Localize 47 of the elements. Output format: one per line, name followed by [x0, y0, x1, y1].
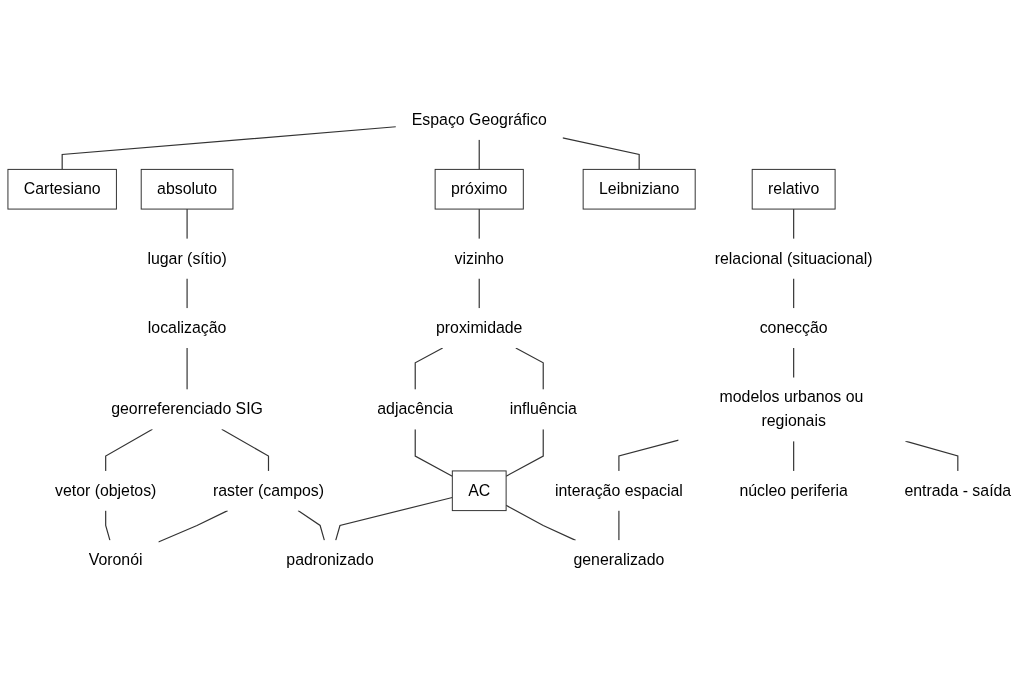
connector	[297, 510, 325, 541]
node-box: absoluto	[140, 168, 234, 210]
connector	[793, 208, 795, 240]
connector	[793, 277, 795, 309]
node-box: próximo	[434, 168, 524, 210]
connector	[618, 439, 680, 472]
connector	[562, 137, 640, 170]
node-text: influência	[509, 400, 577, 418]
node-text: padronizado	[286, 551, 374, 569]
node-text: conecção	[759, 319, 828, 337]
node-text: vetor (objetos)	[54, 481, 157, 499]
connector	[793, 440, 795, 472]
node-text: adjacência	[377, 400, 454, 418]
connector	[61, 126, 397, 170]
connector	[157, 510, 229, 543]
node-text: Espaço Geográfico	[411, 110, 547, 128]
node-text: relacional (situacional)	[714, 249, 873, 267]
node-text: raster (campos)	[212, 481, 325, 499]
connector	[505, 504, 577, 541]
connector	[335, 496, 453, 541]
node-box: AC	[451, 470, 507, 512]
node-text: entrada - saída	[904, 481, 1012, 499]
connector	[186, 347, 188, 391]
node-text: Voronói	[88, 551, 143, 569]
node-text: modelos urbanos ou regionais	[719, 388, 864, 430]
connector	[105, 428, 154, 472]
connector	[186, 277, 188, 309]
connector	[186, 208, 188, 240]
connector	[478, 277, 480, 309]
node-text: proximidade	[436, 319, 523, 337]
node-text: generalizado	[573, 551, 665, 569]
node-box: Leibniziano	[582, 168, 696, 210]
node-text: núcleo periferia	[739, 481, 848, 499]
node-text: vizinho	[454, 249, 504, 267]
connector	[478, 208, 480, 240]
node-text: lugar (sítio)	[147, 249, 227, 267]
connector	[221, 428, 270, 472]
node-text: localização	[147, 319, 227, 337]
connector	[618, 510, 620, 541]
connector	[793, 347, 795, 379]
node-text: interação espacial	[554, 481, 683, 499]
node-text: georreferenciado SIG	[111, 400, 263, 418]
node-box: Cartesiano	[7, 168, 117, 210]
connector	[904, 440, 959, 472]
connector	[478, 139, 480, 170]
connector	[105, 510, 111, 541]
node-box: relativo	[751, 168, 836, 210]
